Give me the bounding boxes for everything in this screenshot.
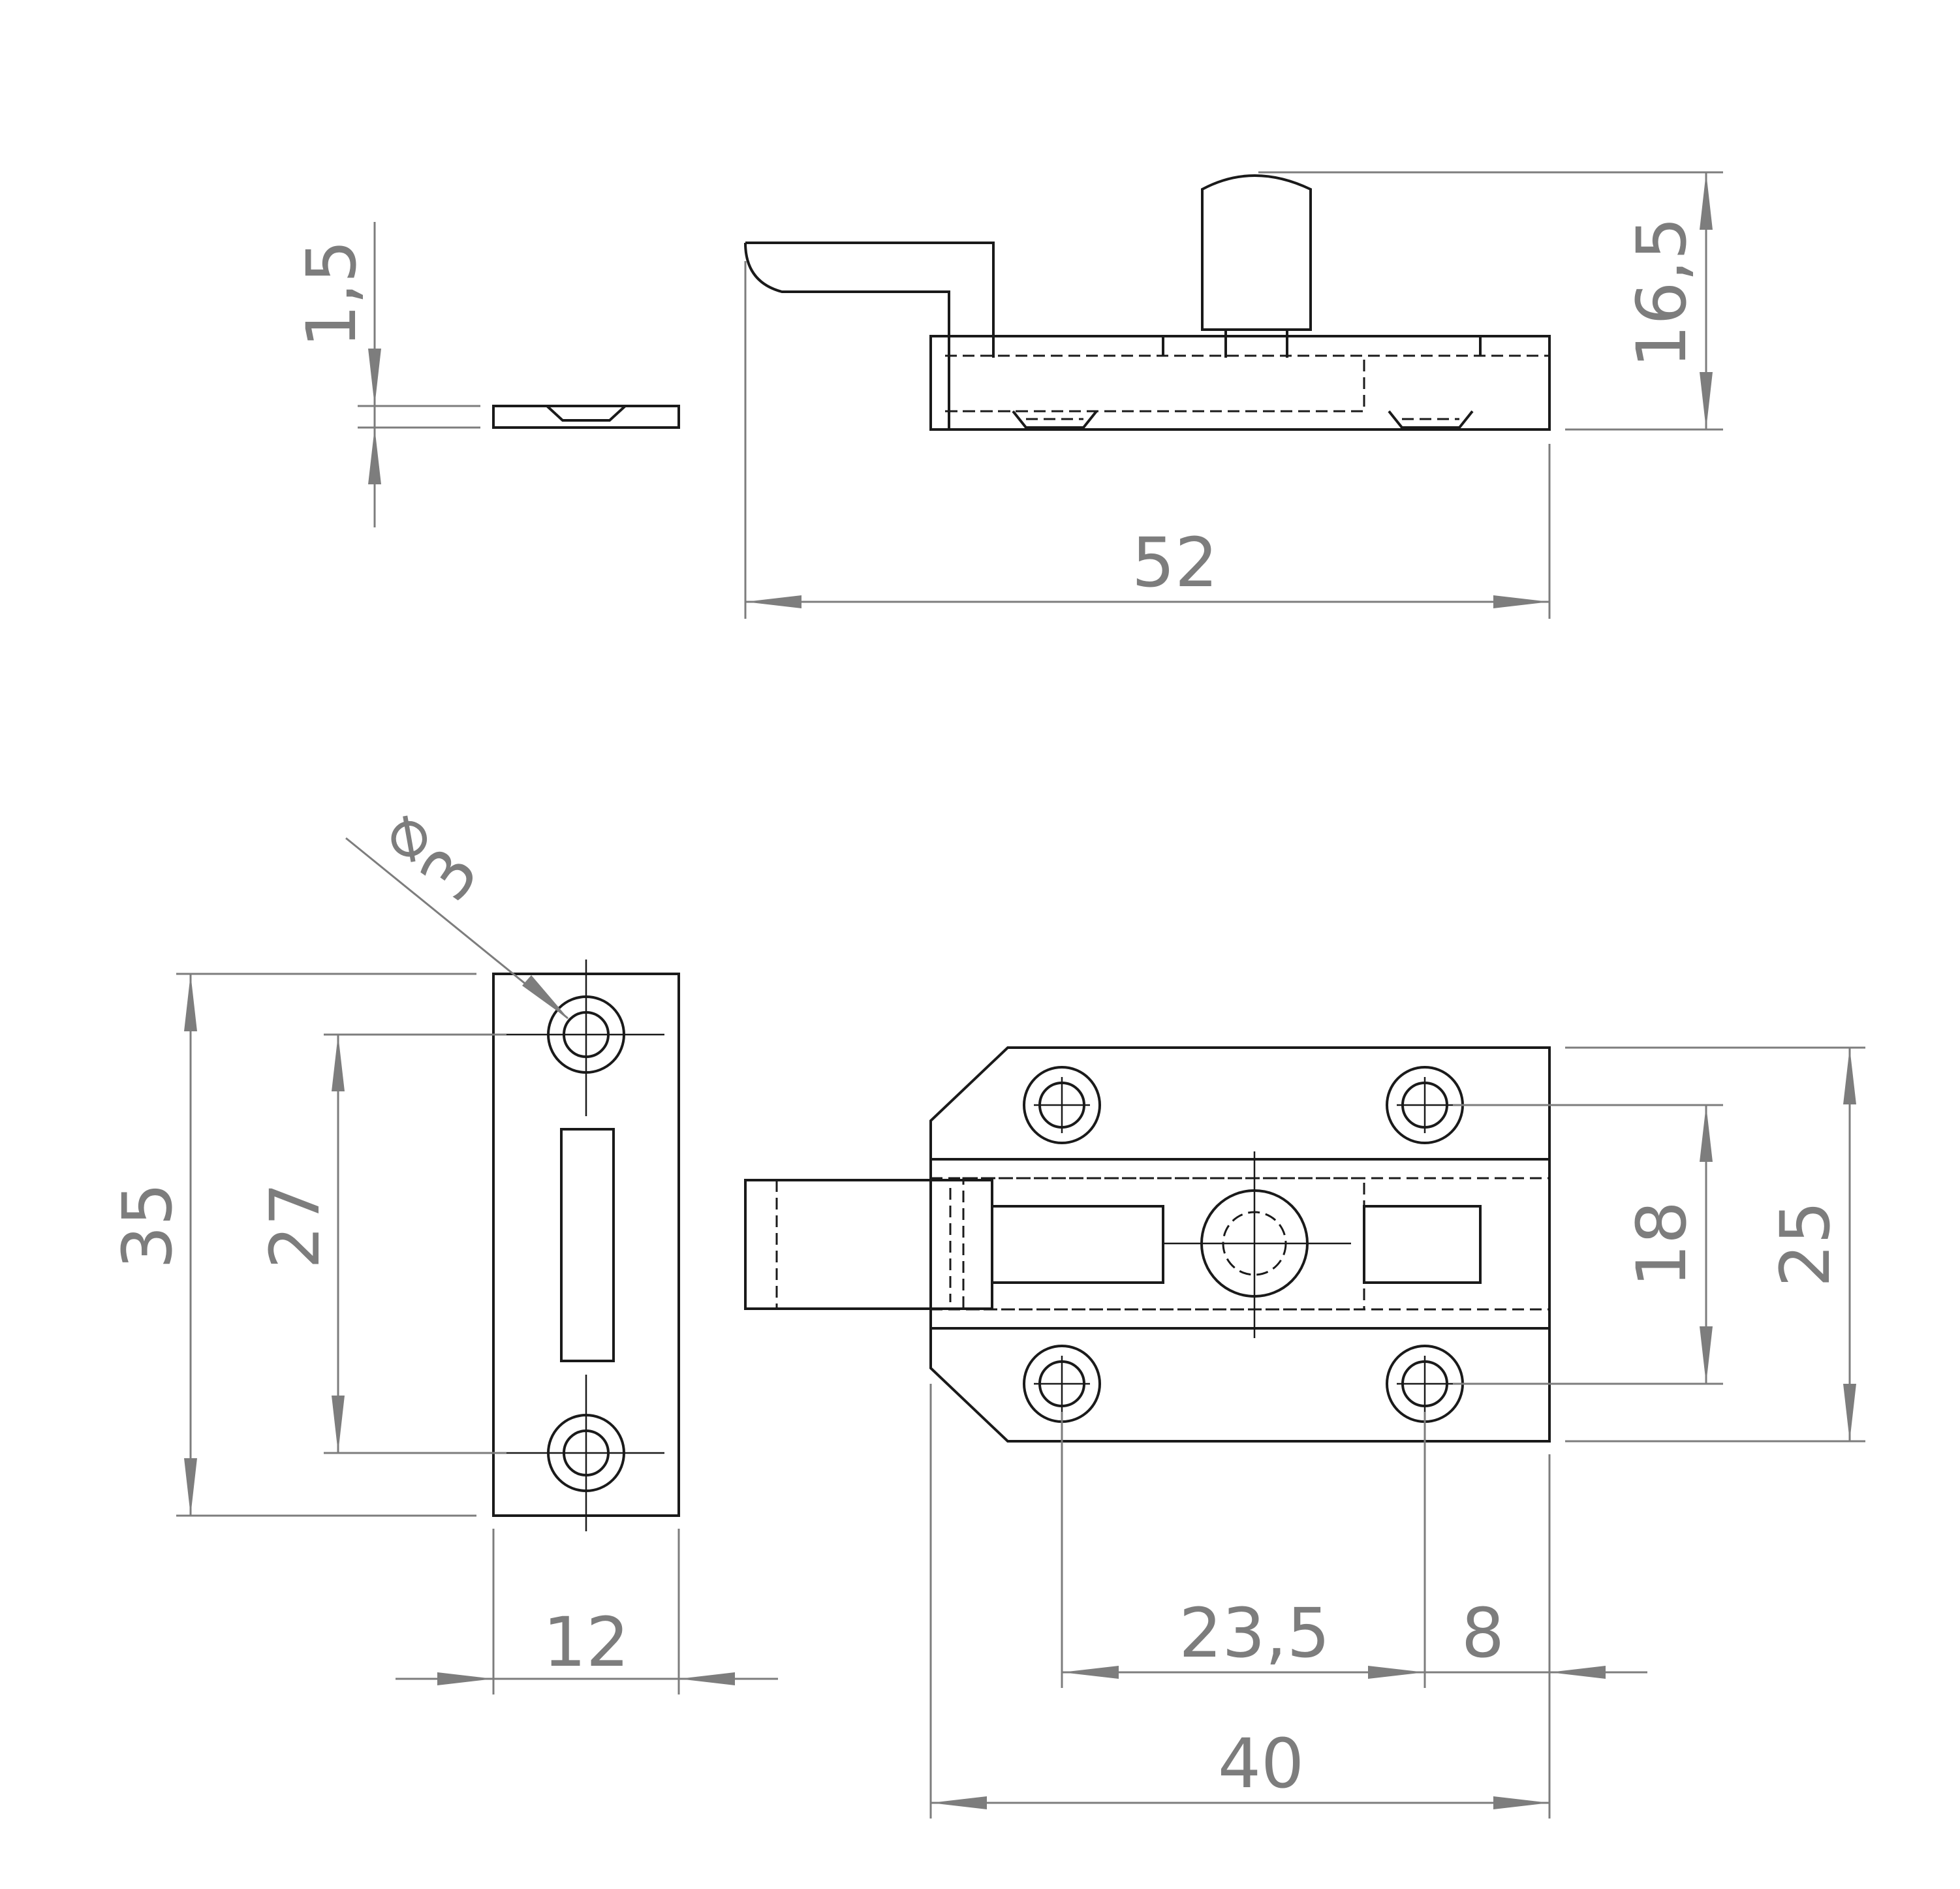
bolt-hole-top-right [1386, 1066, 1464, 1144]
dimension-hole-edge-offset: 8 [1425, 1454, 1647, 1688]
bolt-hole-top-left [1023, 1066, 1101, 1144]
dimension-label-18: 18 [1622, 1201, 1702, 1287]
bolt-side-view [744, 174, 1551, 431]
dimension-knob-height: 16,5 [1258, 171, 1723, 431]
dimension-label-1-5: 1,5 [292, 240, 371, 347]
strike-plate-side-view [492, 405, 680, 429]
dimension-hole-spacing-vertical: 18 [1453, 1104, 1723, 1385]
dimension-label-35: 35 [108, 1183, 187, 1269]
dimension-label-12: 12 [543, 1602, 629, 1682]
dimension-body-length: 40 [929, 1384, 1551, 1819]
dimension-strike-width: 12 [396, 1529, 778, 1694]
dimension-overall-length: 52 [744, 261, 1551, 619]
dimension-label-16-5: 16,5 [1622, 217, 1702, 368]
dimension-label-27: 27 [255, 1183, 335, 1269]
dimension-label-23-5: 23,5 [1179, 1593, 1330, 1673]
dimension-label-25: 25 [1766, 1201, 1845, 1287]
knob-top [1164, 1151, 1351, 1338]
dimension-strike-length: 35 [108, 973, 476, 1517]
bolt-top-view [744, 1046, 1551, 1443]
strike-plate-front-view [492, 960, 680, 1531]
dimension-label-52: 52 [1132, 523, 1218, 602]
strike-hole-top [506, 960, 664, 1116]
dimension-strike-hole-spacing: 27 [255, 1033, 506, 1454]
strike-hole-bottom [506, 1375, 664, 1531]
dimension-strike-thickness: 1,5 [292, 222, 480, 527]
dimension-hole-spacing-horizontal: 23,5 [1061, 1412, 1426, 1688]
dimension-body-width: 25 [1565, 1046, 1865, 1443]
dimension-hole-diameter: ⌀ 3 [345, 796, 569, 1020]
bolt-hole-bottom-left [1023, 1345, 1101, 1423]
dimension-label-40: 40 [1218, 1724, 1304, 1803]
dimension-label-8: 8 [1461, 1593, 1504, 1673]
bolt-hole-bottom-right [1386, 1345, 1464, 1423]
